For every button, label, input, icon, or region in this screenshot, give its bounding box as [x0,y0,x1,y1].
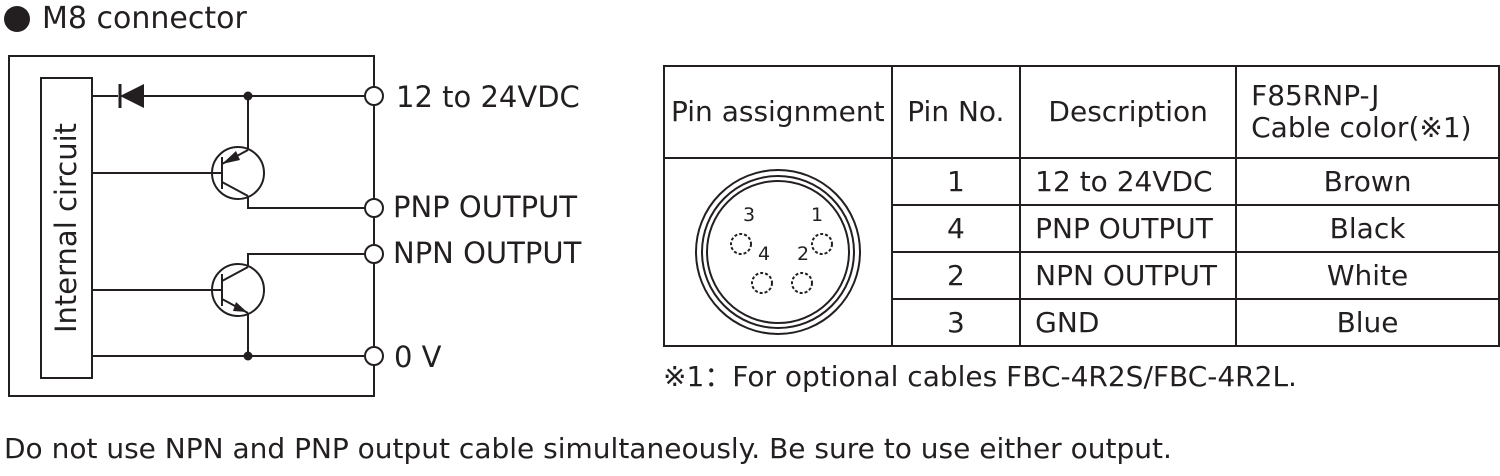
description-cell: GND [1019,298,1238,347]
cable-color-cell: Blue [1235,298,1500,347]
usage-warning: Do not use NPN and PNP output cable simu… [4,432,1172,465]
table-row: 1 2 3 4 1 12 to 24VDC Brown [663,157,1500,347]
terminal-label-12-24vdc: 12 to 24VDC [396,80,580,114]
title-text: M8 connector [42,1,247,36]
pin-no-cell: 2 [890,251,1022,300]
outer-box [8,55,375,397]
internal-circuit-label: Internal circuit [49,122,84,334]
circuit-schematic [8,55,384,397]
header-cable-color: F85RNP-J Cable color(※1) [1235,65,1500,159]
cable-color-cell: White [1235,251,1500,300]
bullet-icon [4,6,30,32]
terminal-0v [364,346,384,366]
cable-footnote: ※1：For optional cables FBC-4R2S/FBC-4R2L… [663,360,1297,393]
header-pin-assignment: Pin assignment [663,65,893,159]
pin-3-socket [729,233,752,255]
terminal-label-0v: 0 V [394,340,442,374]
pin-assignment-table: Pin assignment Pin No. Description F85RN… [663,65,1500,347]
pin-2-socket [790,272,813,294]
section-title: M8 connector [4,0,247,38]
junction-dot [243,91,253,101]
description-cell: 12 to 24VDC [1019,157,1238,206]
pin-number-label: 1 [811,204,823,226]
terminal-12-24vdc [364,86,384,106]
table-row: 3 GND Blue [664,298,1500,347]
pin-no-cell: 3 [890,298,1022,347]
header-pin-no: Pin No. [890,65,1022,159]
table-row: 2 NPN OUTPUT White [664,251,1500,300]
connector-face-cell: 1 2 3 4 [663,157,893,347]
cable-color-cell: Brown [1235,157,1500,206]
m8-connector-face: 1 2 3 4 [694,169,861,335]
header-description: Description [1019,65,1238,159]
pin-no-cell: 1 [890,157,1022,206]
pin-number-label: 2 [797,243,809,265]
description-cell: PNP OUTPUT [1019,204,1238,253]
terminal-npn-output [364,244,384,264]
pin-no-cell: 4 [890,204,1022,253]
description-cell: NPN OUTPUT [1019,251,1238,300]
table-header-row: Pin assignment Pin No. Description F85RN… [663,65,1500,159]
terminal-pnp-output [364,198,384,218]
internal-circuit-box [40,77,93,379]
pin-1-socket [810,233,833,255]
table-row: 4 PNP OUTPUT Black [664,204,1500,253]
cable-color-cell: Black [1235,204,1500,253]
pin-number-label: 3 [743,204,755,226]
terminal-label-pnp-output: PNP OUTPUT [393,190,578,224]
diode-symbol [120,84,144,108]
pin-number-label: 4 [758,243,770,265]
junction-dot [243,351,253,361]
pin-4-socket [750,272,773,294]
terminal-label-npn-output: NPN OUTPUT [393,236,582,270]
